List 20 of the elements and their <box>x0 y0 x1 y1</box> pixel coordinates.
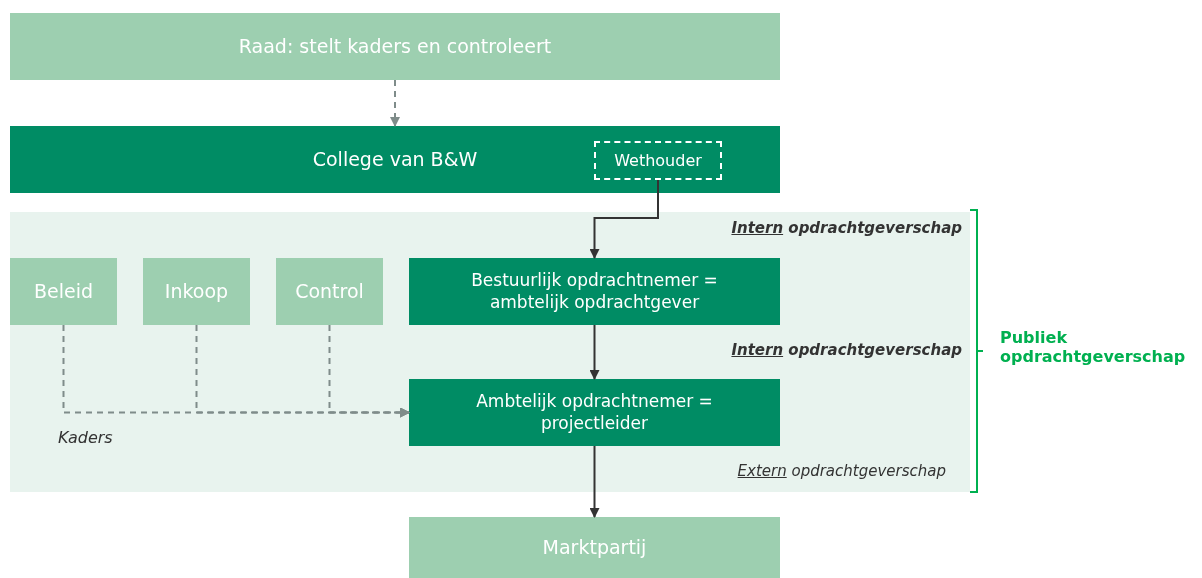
process-box: Beleid <box>10 258 117 325</box>
annotation-label: Publiek opdrachtgeverschap <box>1000 328 1187 367</box>
arrow <box>390 79 400 127</box>
process-box: Control <box>276 258 383 325</box>
process-box: Ambtelijk opdrachtnemer = projectleider <box>409 379 780 446</box>
annotation-label: Kaders <box>58 428 114 448</box>
annotation-label: Extern opdrachtgeverschap <box>736 462 946 480</box>
panel-background <box>10 212 970 492</box>
dashed-role-box: Wethouder <box>594 141 722 180</box>
arrow <box>589 324 600 380</box>
annotation-label: Intern opdrachtgeverschap <box>730 341 962 359</box>
arrow <box>328 324 410 418</box>
process-box: Inkoop <box>143 258 250 325</box>
process-box: Bestuurlijk opdrachtnemer = ambtelijk opdrachtgever <box>409 258 780 325</box>
annotation-label: Intern opdrachtgeverschap <box>730 219 962 237</box>
process-box: Marktpartij <box>409 517 780 578</box>
arrow <box>589 179 659 259</box>
process-box: Raad: stelt kaders en controleert <box>10 13 780 80</box>
arrow <box>589 445 600 518</box>
process-box: College van B&W Wethouder <box>10 126 780 193</box>
